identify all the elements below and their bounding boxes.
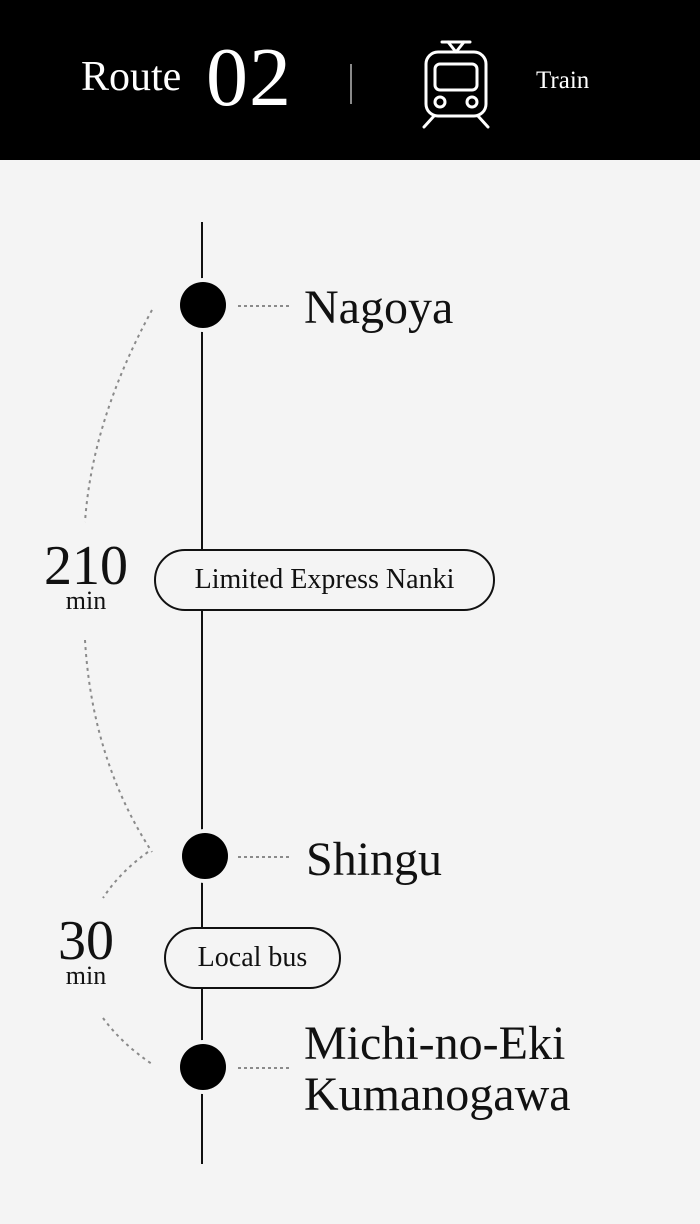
service-pill-local-bus: Local bus (164, 927, 341, 989)
stop-name-line: Kumanogawa (304, 1068, 571, 1121)
train-icon (422, 40, 490, 129)
route-label: Route (81, 54, 182, 100)
stop-dot (180, 282, 226, 328)
service-pill-limited-express: Limited Express Nanki (154, 549, 495, 611)
duration-bracket (102, 851, 149, 899)
duration-bracket (84, 309, 153, 523)
route-number: 02 (206, 31, 292, 124)
route-header: Route 02 Train (0, 0, 700, 160)
stop-name-michi-no-eki-kumanogawa: Michi-no-Eki Kumanogawa (304, 1018, 571, 1120)
duration-value: 30 (58, 910, 114, 972)
duration-nagoya-shingu: 210 min (38, 538, 134, 614)
stop-dot (180, 1044, 226, 1090)
stop-name-shingu: Shingu (306, 833, 443, 886)
duration-shingu-kumanogawa: 30 min (38, 913, 134, 989)
stop-dot (182, 833, 228, 879)
duration-unit: min (65, 961, 107, 990)
stop-name-nagoya: Nagoya (304, 281, 454, 334)
header-divider (350, 64, 352, 104)
mode-label: Train (536, 67, 590, 94)
duration-bracket (102, 1017, 153, 1065)
stop-name-line: Michi-no-Eki (304, 1017, 566, 1070)
duration-bracket (84, 639, 153, 853)
duration-value: 210 (44, 535, 128, 597)
duration-unit: min (65, 586, 107, 615)
